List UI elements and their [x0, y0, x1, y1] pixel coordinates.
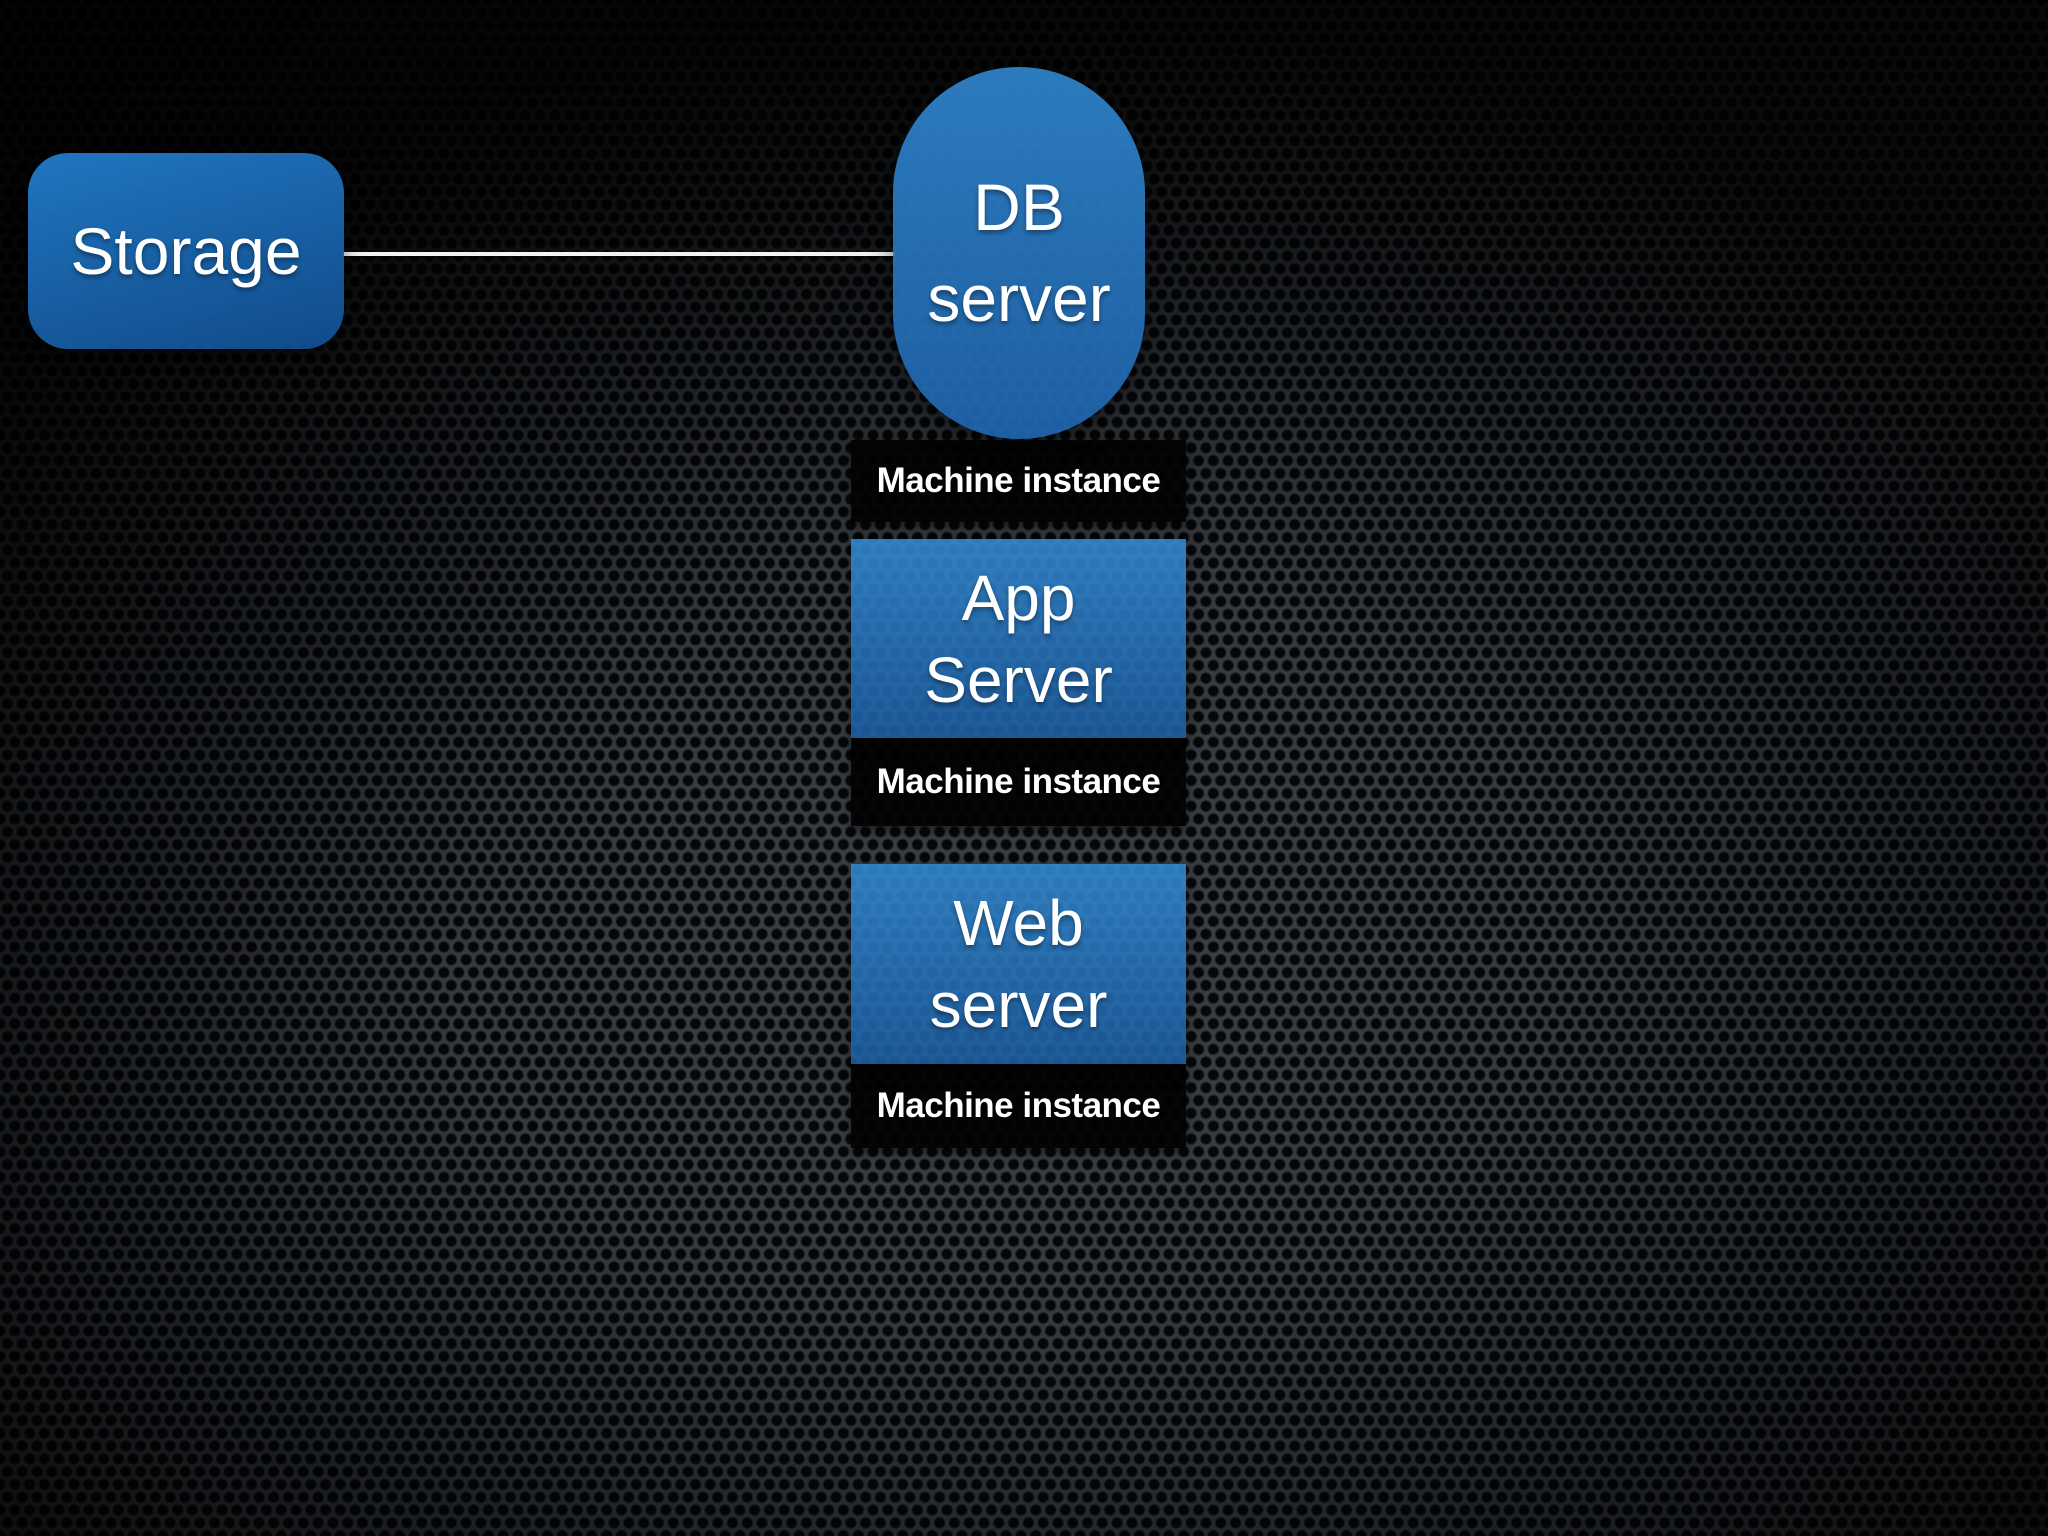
web-server-label-line2: server — [929, 969, 1108, 1041]
web-server-node: Web server — [851, 864, 1186, 1064]
web-server-label-line1: Web — [953, 887, 1084, 959]
app-server-label-line1: App — [961, 561, 1076, 634]
app-server-node: App Server — [851, 539, 1186, 738]
web-machine-instance-bar: Machine instance — [851, 1064, 1186, 1148]
app-machine-instance-label: Machine instance — [876, 762, 1161, 801]
storage-node: Storage — [28, 153, 344, 349]
db-server-label-line1: DB — [973, 170, 1065, 244]
web-machine-instance-label: Machine instance — [876, 1086, 1161, 1125]
app-server-label-line2: Server — [924, 643, 1113, 716]
db-server-label-line2: server — [927, 261, 1111, 335]
storage-label: Storage — [70, 214, 302, 288]
db-machine-instance-label: Machine instance — [876, 461, 1161, 500]
db-machine-instance-bar: Machine instance — [851, 440, 1186, 522]
storage-db-connector-line — [343, 252, 895, 256]
db-server-node: DB server — [893, 67, 1145, 439]
app-machine-instance-bar: Machine instance — [851, 738, 1186, 826]
